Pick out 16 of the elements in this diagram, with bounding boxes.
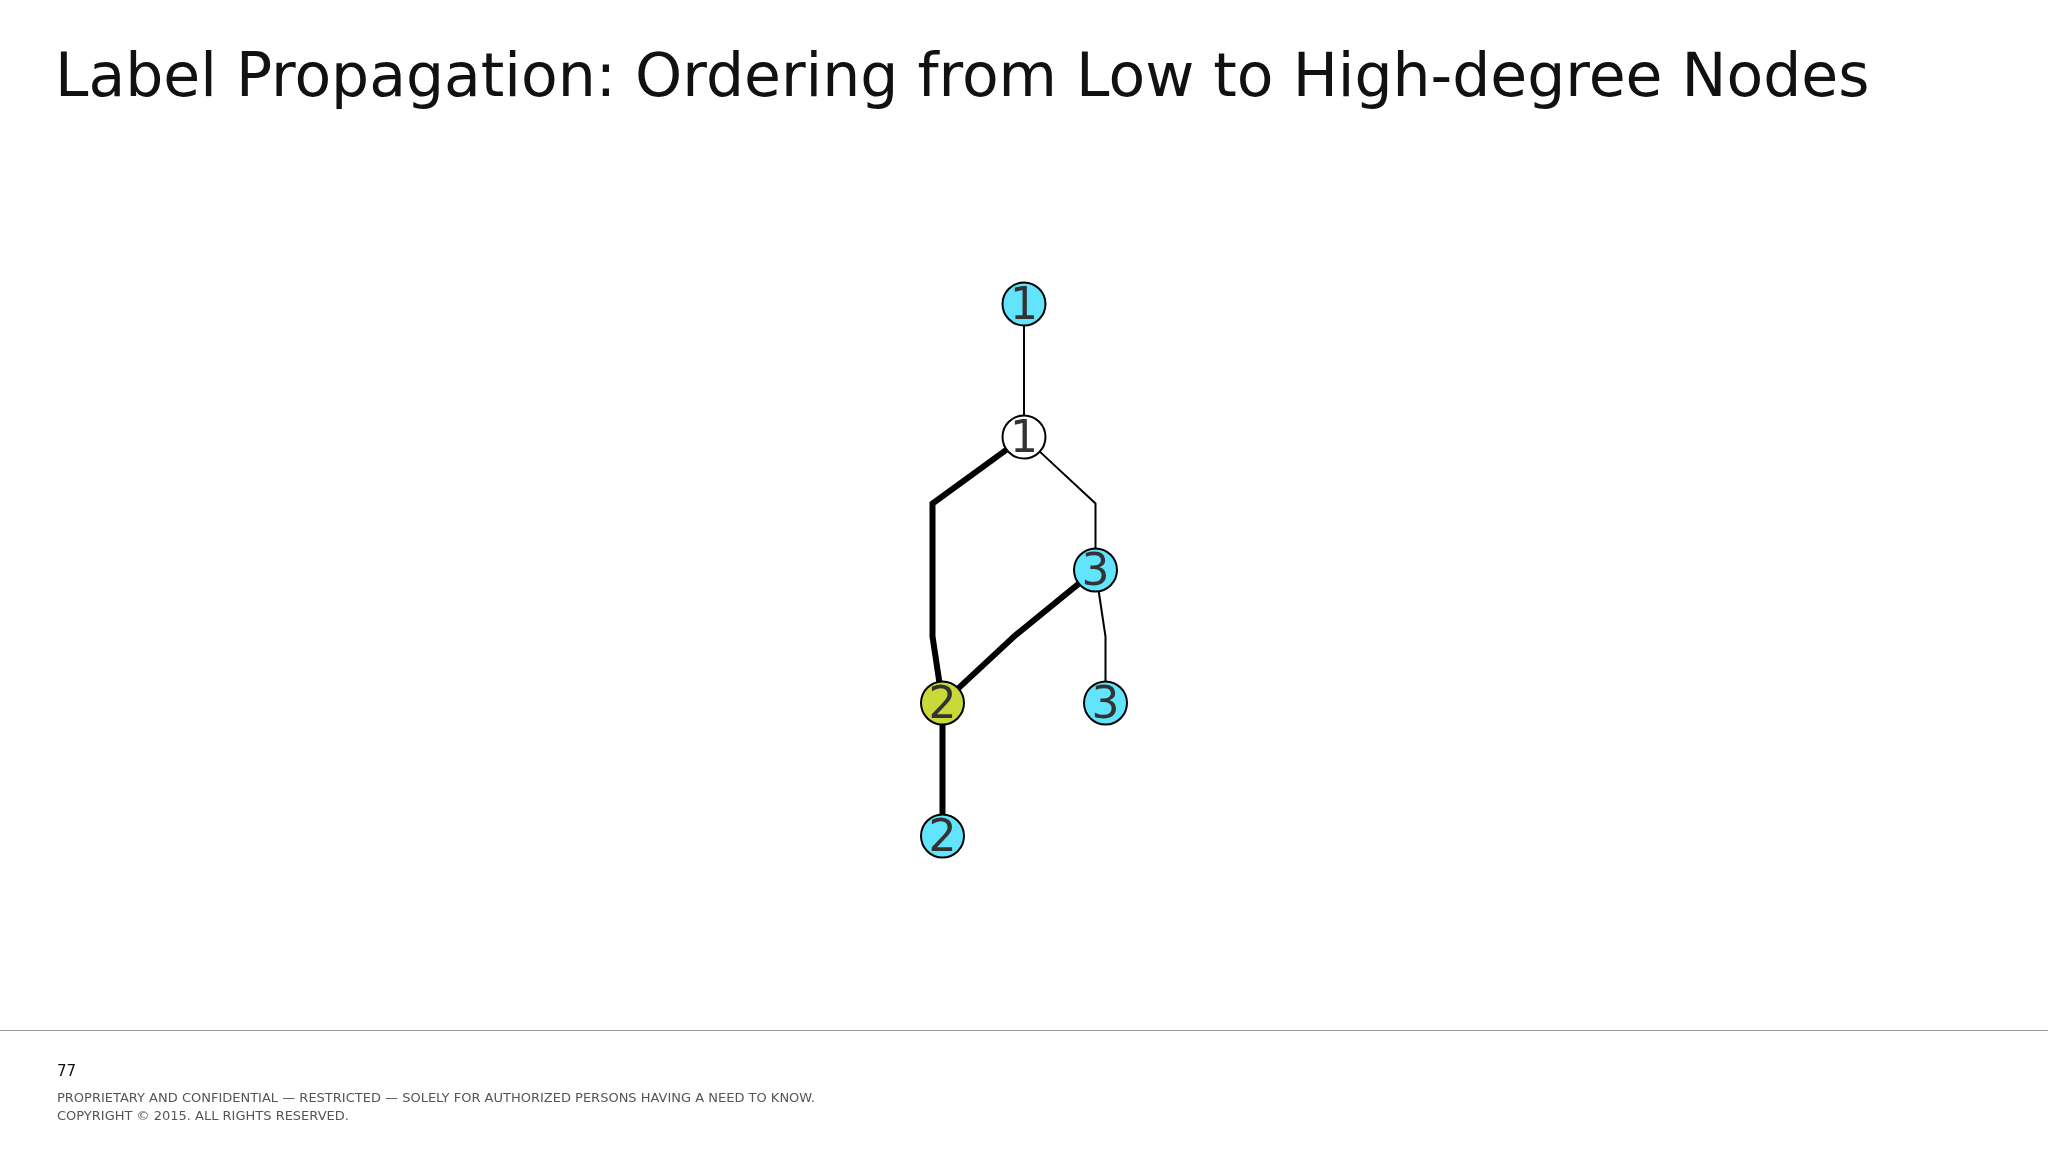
- connector: [929, 447, 1009, 683]
- connector: [1023, 324, 1025, 417]
- connector: [956, 581, 1081, 691]
- connector: [1038, 450, 1097, 550]
- connector: [1097, 590, 1107, 683]
- footer-note: COPYRIGHT © 2015. ALL RIGHTS RESERVED.: [57, 1108, 349, 1123]
- connector: [939, 724, 946, 815]
- node-circle: 3: [1073, 547, 1118, 593]
- node-circle: 2: [920, 813, 965, 859]
- node-circle: 3: [1083, 680, 1128, 726]
- slide-title: Label Propagation: Ordering from Low to High-degree Nodes: [55, 40, 1870, 110]
- node-circle: 1: [1001, 414, 1047, 460]
- node-circle: 1: [1001, 281, 1047, 327]
- page-number: 77: [57, 1062, 77, 1080]
- node-circle: 2: [920, 680, 965, 726]
- footer-note: PROPRIETARY AND CONFIDENTIAL — RESTRICTED — SOLELY FOR AUTHORIZED PERSONS HAVING A NEED TO KNOW.: [57, 1090, 815, 1105]
